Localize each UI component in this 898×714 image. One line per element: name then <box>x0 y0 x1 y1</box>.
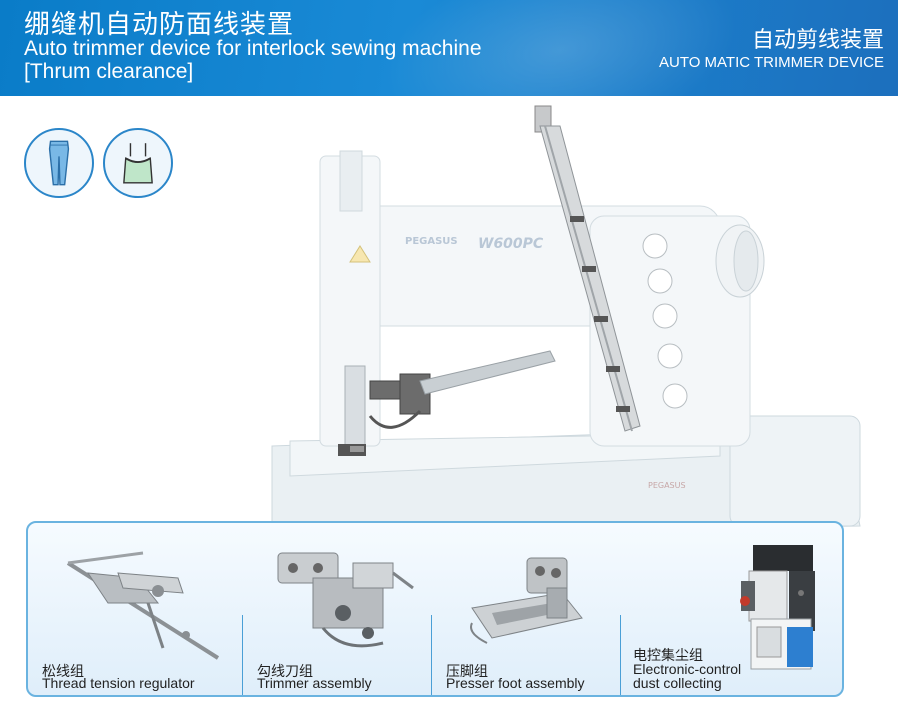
dust-collector-image <box>721 531 841 679</box>
part-label-chinese: 松线组 <box>42 663 84 679</box>
device-title-chinese: 自动剪线装置 <box>751 27 884 52</box>
part-presser-foot-assembly: 压脚组 Presser foot assembly <box>432 523 620 695</box>
part-divider <box>620 615 621 695</box>
device-title-english: AUTO MATIC TRIMMER DEVICE <box>658 54 884 71</box>
machine-brand-label: PEGASUS <box>405 236 458 247</box>
camisole-icon <box>103 128 173 198</box>
base-brand-label: PEGASUS <box>648 481 686 490</box>
machine-model-label: W600PC <box>478 236 544 252</box>
part-label-chinese: 电控集尘组 <box>633 647 703 663</box>
thread-tension-regulator-image <box>28 533 242 663</box>
header-banner: 绷缝机自动防面线装置 Auto trimmer device for inter… <box>0 0 898 96</box>
pants-icon <box>24 128 94 198</box>
part-thread-tension-regulator: 松线组 Thread tension regulator <box>28 523 242 695</box>
presser-foot-assembly-image <box>432 533 620 663</box>
part-trimmer-assembly: 勾线刀组 Trimmer assembly <box>243 523 431 695</box>
part-label-english: Thread tension regulator <box>42 675 195 691</box>
part-label-english: Presser foot assembly <box>446 675 585 691</box>
part-dust-collector: 电控集尘组 Electronic-control dust collecting <box>621 523 842 695</box>
parts-panel: 松线组 Thread tension regulator 勾线刀组 Trimme… <box>26 521 844 697</box>
part-label-chinese: 勾线刀组 <box>257 663 313 679</box>
title-english-line2: [Thrum clearance] <box>24 60 194 83</box>
title-chinese: 绷缝机自动防面线装置 <box>24 9 295 39</box>
part-label-english-line2: dust collecting <box>633 675 722 691</box>
part-divider <box>431 615 432 695</box>
interlock-sewing-machine-image: PEGASUS W600PC PEGASUS <box>260 96 880 537</box>
trimmer-assembly-image <box>243 533 431 663</box>
part-divider <box>242 615 243 695</box>
part-label-english: Trimmer assembly <box>257 675 372 691</box>
part-label-chinese: 压脚组 <box>446 663 488 679</box>
title-english-line1: Auto trimmer device for interlock sewing… <box>24 37 482 60</box>
part-label-english-line1: Electronic-control <box>633 661 742 677</box>
